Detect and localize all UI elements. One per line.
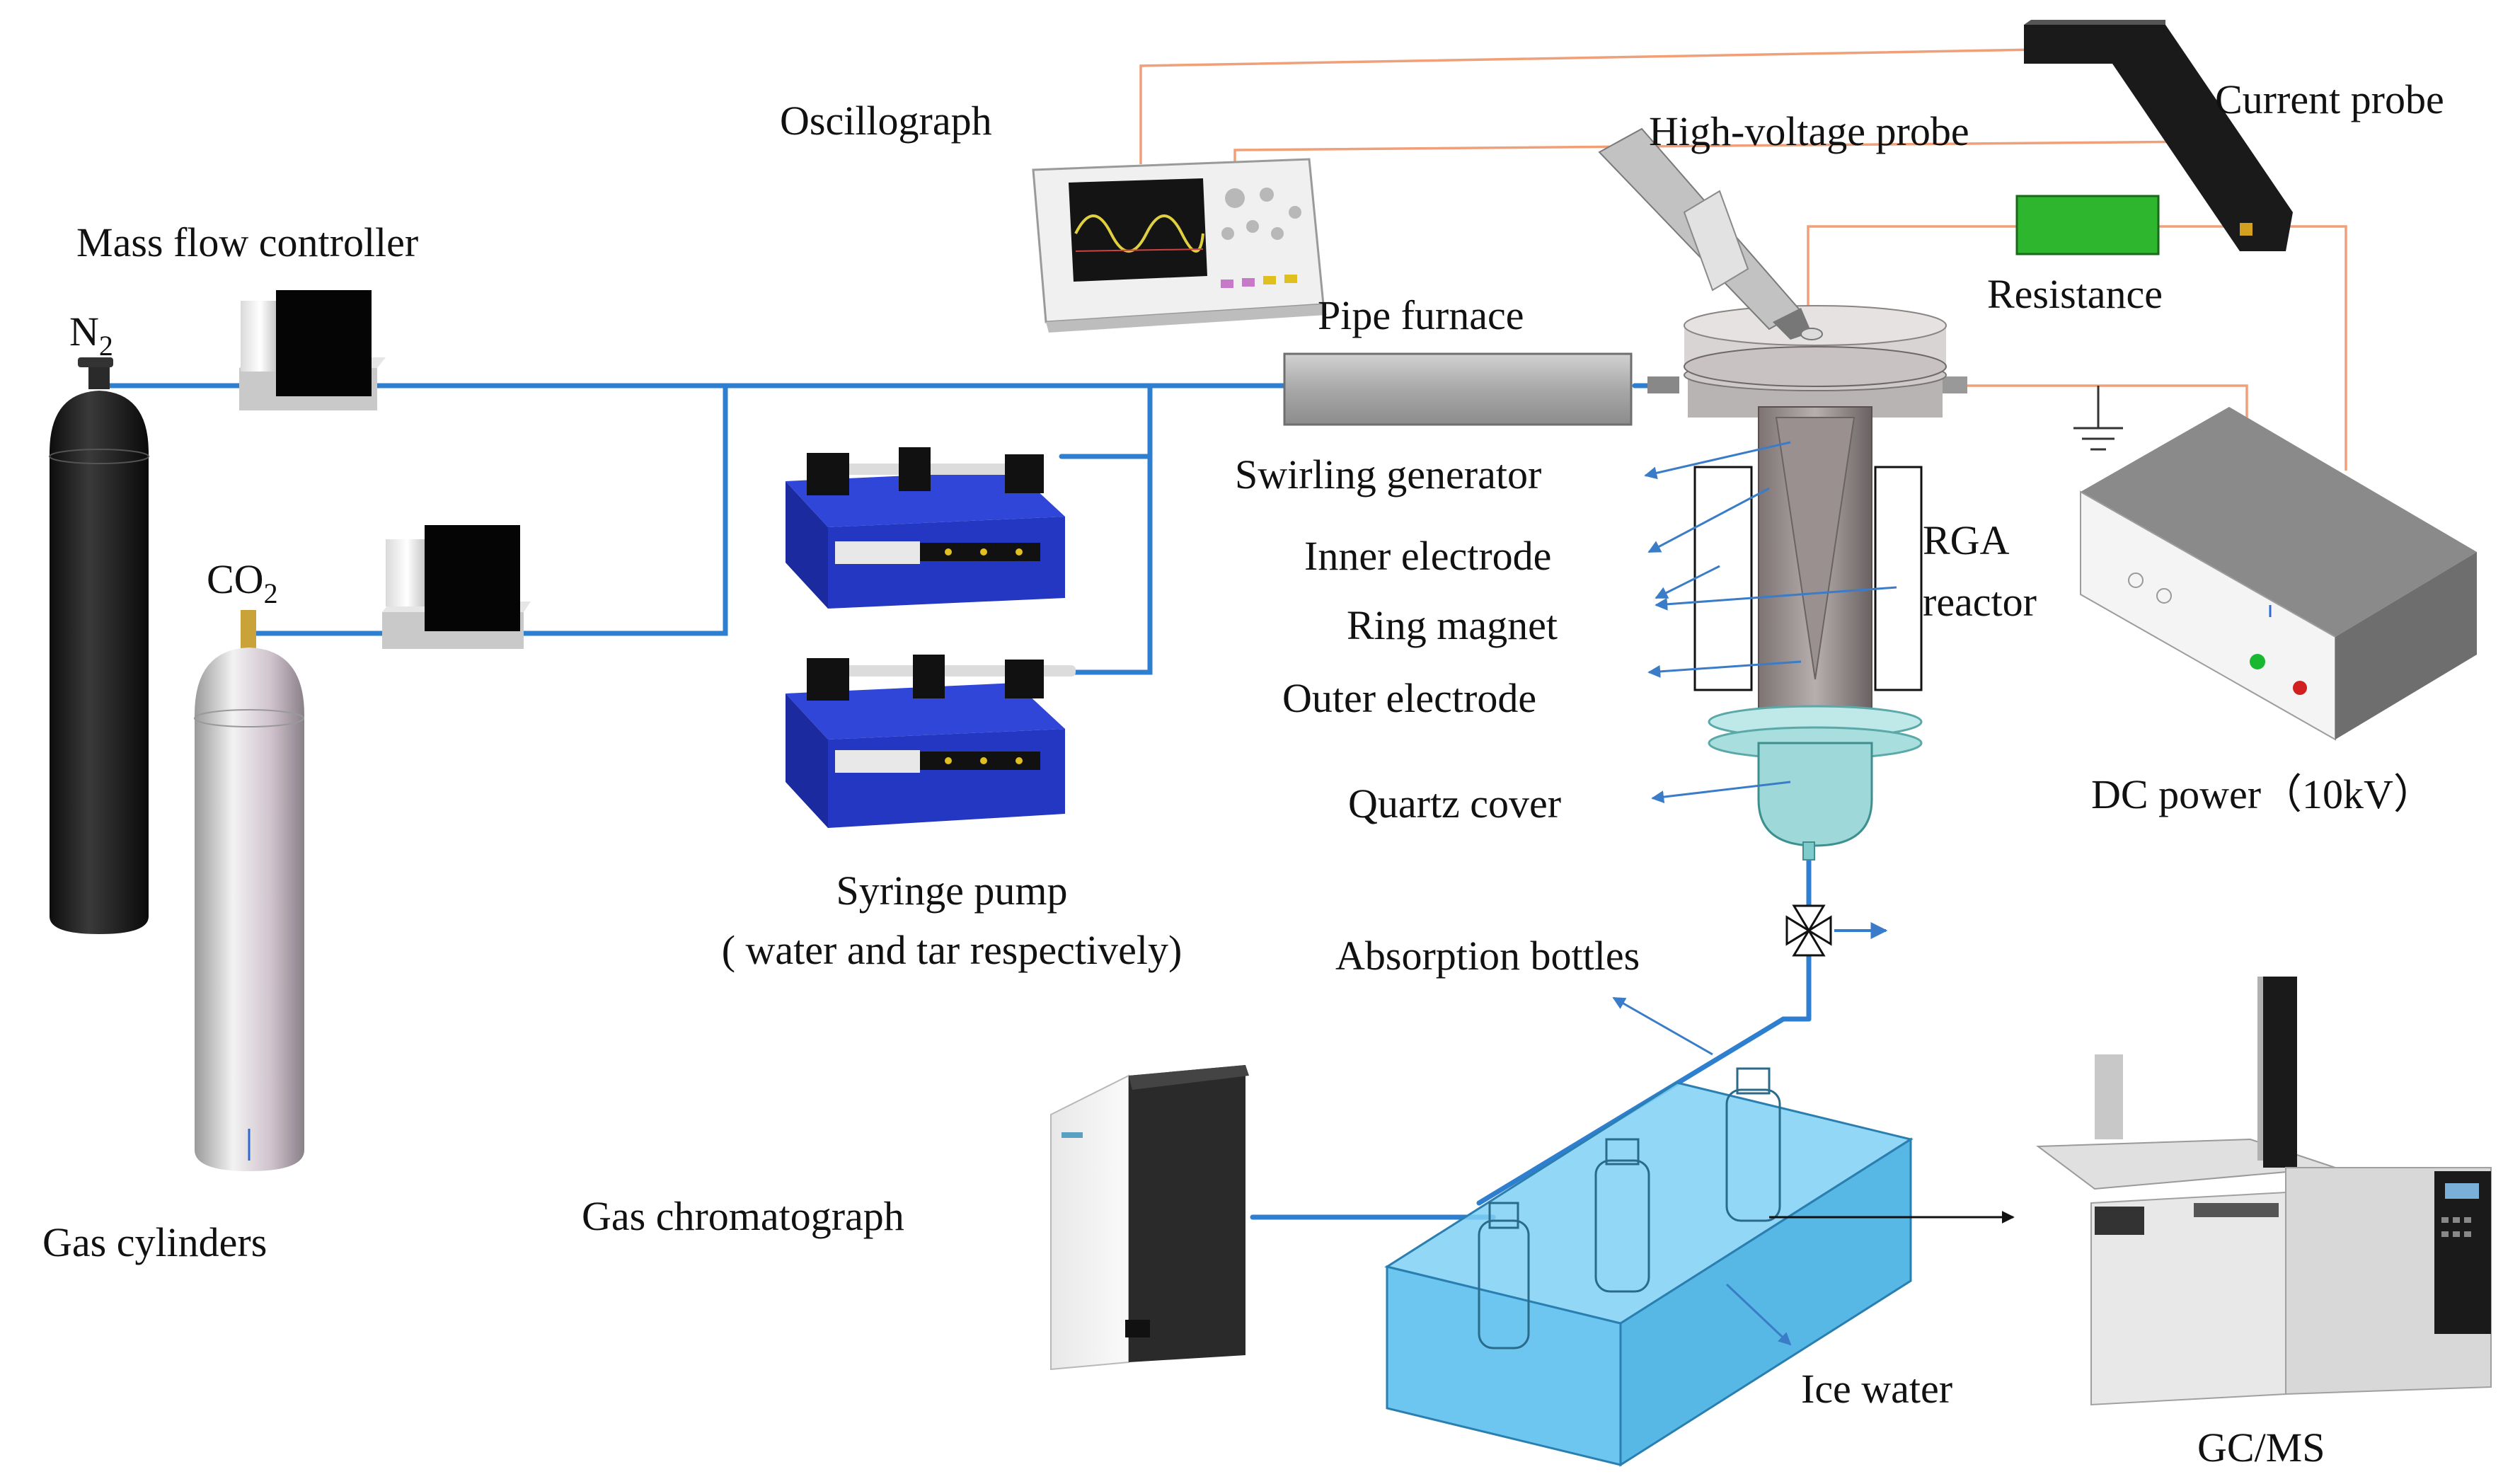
label-quartz-cover: Quartz cover [1348, 781, 1561, 827]
label-n2: N2 [69, 309, 113, 362]
ice-water-bath [1384, 1067, 1914, 1467]
syringe-pump-upper [786, 447, 1065, 609]
mass-flow-controller-n2 [239, 290, 386, 410]
syringe-pump-lower [786, 655, 1076, 828]
label-ice-water: Ice water [1801, 1366, 1952, 1412]
label-ring-magnet: Ring magnet [1347, 602, 1558, 648]
dc-power-supply [2080, 407, 2477, 741]
three-way-valve-icon [1785, 904, 1888, 957]
label-syringe-pump: Syringe pump [836, 868, 1067, 914]
label-syringe-pump-note: ( water and tar respectively) [722, 927, 1183, 973]
label-swirling-generator: Swirling generator [1235, 451, 1541, 497]
label-reactor: reactor [1923, 579, 2037, 625]
gcms-instrument [2036, 977, 2492, 1406]
current-probe [2024, 20, 2293, 251]
label-resistance: Resistance [1987, 271, 2163, 317]
label-oscillograph: Oscillograph [780, 98, 992, 144]
ground-symbol-icon [2073, 386, 2123, 451]
label-mass-flow-controller: Mass flow controller [76, 219, 418, 265]
label-absorption-bottles: Absorption bottles [1335, 933, 1640, 979]
resistance-box [2015, 195, 2160, 255]
label-gcms: GC/MS [2197, 1425, 2325, 1471]
label-rga: RGA [1923, 517, 2010, 563]
co2-cylinder [194, 610, 304, 1171]
leader-lines [1612, 441, 2015, 1346]
label-high-voltage-probe: High-voltage probe [1649, 108, 1969, 154]
label-co2: CO2 [207, 556, 278, 609]
label-inner-electrode: Inner electrode [1304, 533, 1551, 579]
label-pipe-furnace: Pipe furnace [1318, 292, 1524, 338]
n2-cylinder [49, 357, 149, 934]
gas-chromatograph [1050, 1065, 1249, 1371]
label-dc-power: DC power（10kV） [2091, 771, 2434, 817]
diagram-labels: Mass flow controller N2 CO2 Gas cylinder… [42, 76, 2444, 1471]
high-voltage-probe [1598, 127, 1823, 340]
label-gas-chromatograph: Gas chromatograph [582, 1193, 904, 1239]
pipe-furnace [1283, 352, 1633, 426]
label-outer-electrode: Outer electrode [1282, 675, 1536, 721]
rga-reactor [1647, 305, 1967, 861]
mass-flow-controller-co2 [382, 525, 531, 649]
label-gas-cylinders: Gas cylinders [42, 1219, 267, 1265]
oscilloscope [1032, 158, 1327, 333]
label-current-probe: Current probe [2215, 76, 2444, 122]
